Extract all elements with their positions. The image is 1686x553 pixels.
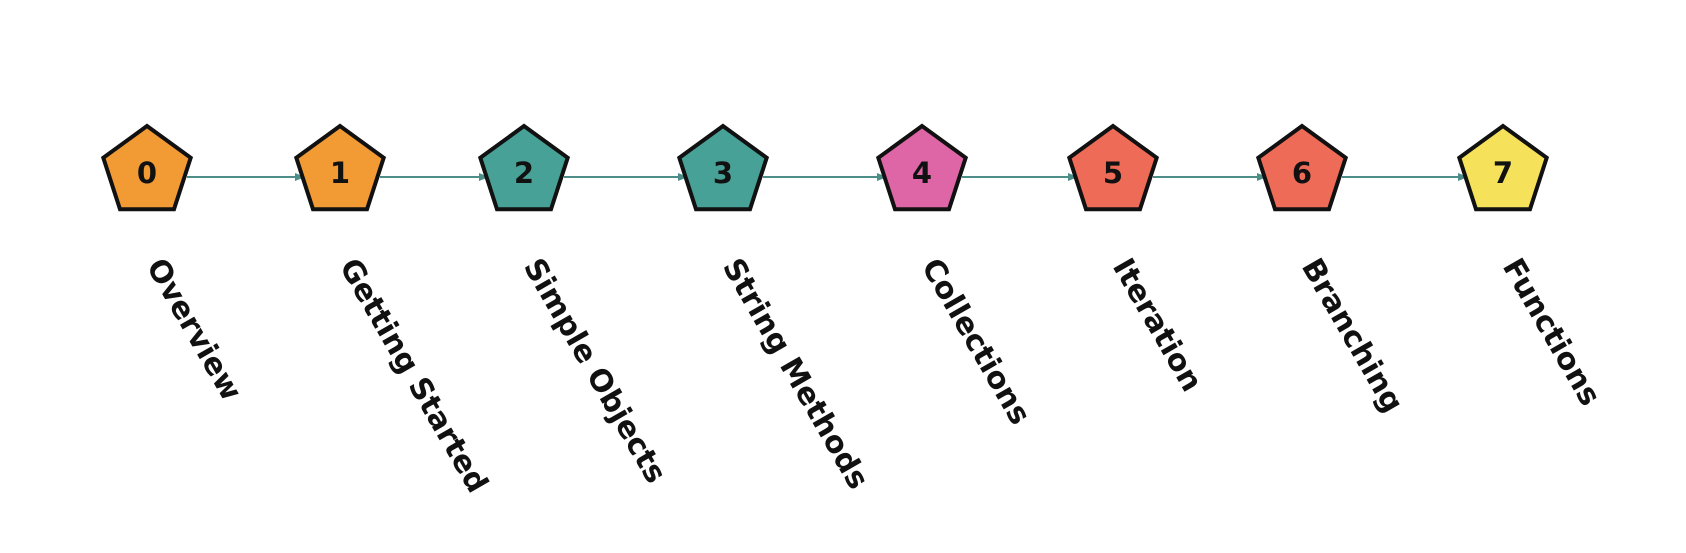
step-number: 7: [1493, 156, 1513, 190]
step-label-1: Getting Started: [332, 253, 494, 499]
pentagon-shape: [293, 123, 387, 212]
pentagon-shape: [1456, 123, 1550, 212]
step-label-3: String Methods: [715, 253, 875, 496]
step-number: 2: [514, 156, 534, 190]
step-label-4: Collections: [914, 253, 1037, 431]
pentagon-shape: [100, 123, 194, 212]
step-node-5[interactable]: 5: [1066, 123, 1160, 212]
step-number: 4: [912, 156, 932, 190]
step-number: 6: [1292, 156, 1312, 190]
step-node-6[interactable]: 6: [1255, 123, 1349, 212]
step-label-7: Functions: [1495, 253, 1607, 412]
step-nodes: 0 1 2 3 4 5 6 7: [100, 123, 1550, 212]
step-number: 1: [330, 156, 350, 190]
step-number: 5: [1103, 156, 1123, 190]
step-node-2[interactable]: 2: [477, 123, 571, 212]
step-node-3[interactable]: 3: [676, 123, 770, 212]
step-label-5: Iteration: [1105, 253, 1209, 398]
step-node-0[interactable]: 0: [100, 123, 194, 212]
step-node-1[interactable]: 1: [293, 123, 387, 212]
step-number: 3: [713, 156, 733, 190]
step-label-6: Branching: [1294, 253, 1410, 419]
step-node-7[interactable]: 7: [1456, 123, 1550, 212]
pentagon-shape: [875, 123, 969, 212]
step-node-4[interactable]: 4: [875, 123, 969, 212]
step-number: 0: [137, 156, 157, 190]
pentagon-shape: [1255, 123, 1349, 212]
pentagon-shape: [477, 123, 571, 212]
step-label-0: Overview: [139, 253, 248, 407]
pentagon-shape: [676, 123, 770, 212]
step-label-2: Simple Objects: [516, 253, 673, 490]
pentagon-shape: [1066, 123, 1160, 212]
